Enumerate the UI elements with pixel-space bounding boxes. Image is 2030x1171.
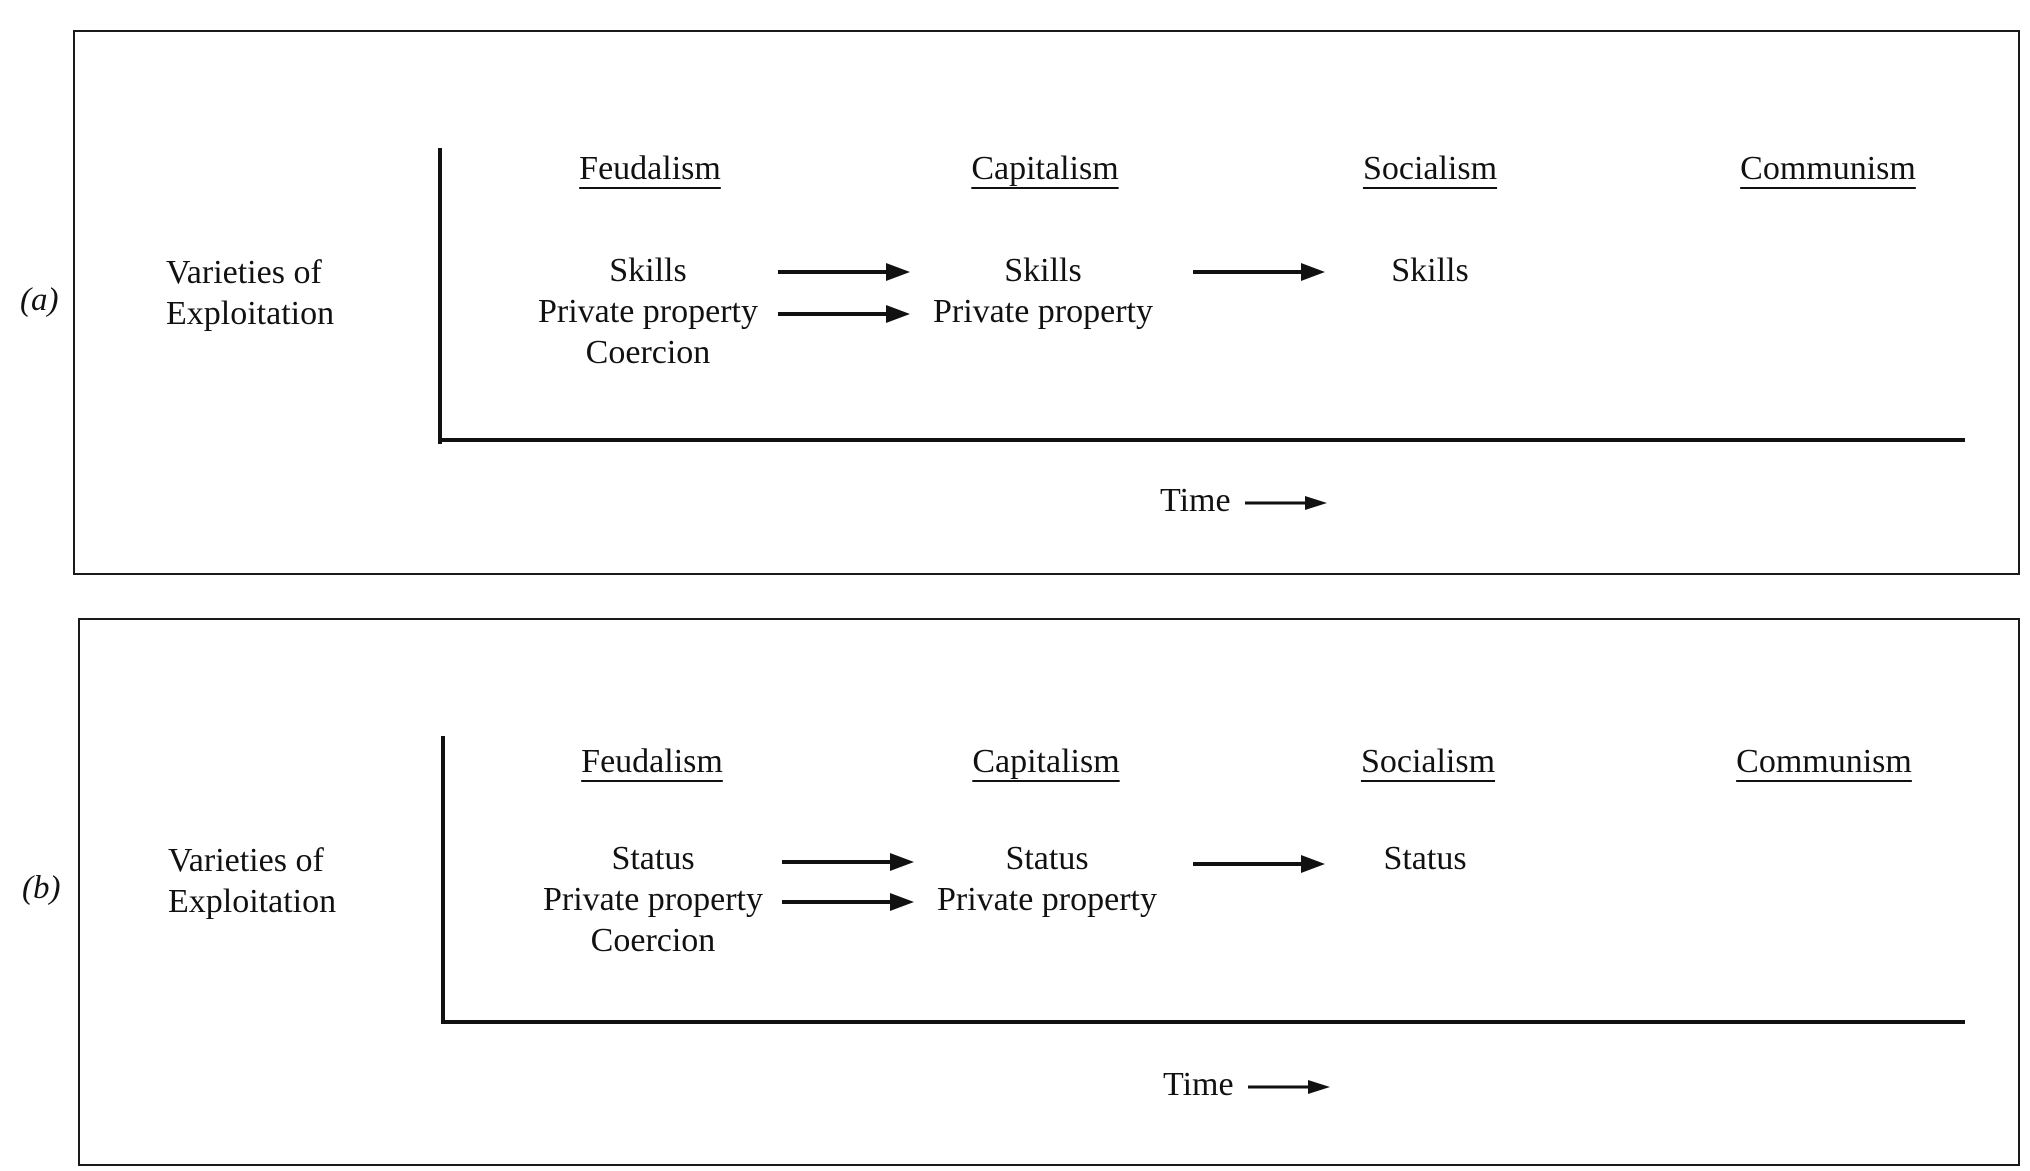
panel-a-vertical-axis	[438, 148, 442, 444]
panel-a-y-label-line2: Exploitation	[166, 295, 335, 332]
panel-b-feudalism-item-2: Private property	[543, 881, 763, 918]
panel-a-arrow-property	[778, 305, 910, 323]
panel-b-feudalism-item-1: Status	[611, 840, 695, 877]
panel-b-y-label-line2: Exploitation	[168, 883, 337, 920]
panel-a-frame	[73, 30, 2020, 575]
panel-b-y-label-line1: Varieties of	[168, 842, 324, 879]
panel-a-label: (a)	[20, 282, 59, 318]
panel-b-time-arrow-icon	[1248, 1080, 1331, 1095]
panel-b: (b) Varieties of Exploitation Feudalism …	[0, 590, 2030, 1170]
panel-a-stage-feudalism: Feudalism	[579, 150, 721, 187]
panel-a-y-label: Varieties of Exploitation	[166, 252, 334, 334]
panel-b-horizontal-axis	[441, 1020, 1965, 1024]
panel-a-capitalism-item-2: Private property	[933, 293, 1153, 330]
panel-b-time-label: Time	[1163, 1066, 1333, 1104]
panel-a-socialism-item-1: Skills	[1391, 252, 1469, 289]
panel-b-stage-socialism: Socialism	[1360, 743, 1496, 780]
panel-b-capitalism-item-1: Status	[1005, 840, 1089, 877]
panel-a-stage-communism: Communism	[1740, 150, 1916, 187]
panel-b-arrow-status-1	[782, 853, 914, 871]
panel-b-frame	[78, 618, 2020, 1166]
panel-b-socialism-item-1: Status	[1383, 840, 1467, 877]
panel-b-capitalism-item-2: Private property	[937, 881, 1157, 918]
panel-b-vertical-axis	[441, 736, 445, 1024]
panel-b-feudalism-item-3: Coercion	[590, 922, 716, 959]
panel-a-y-label-line1: Varieties of	[166, 254, 322, 291]
panel-b-arrow-property	[782, 893, 914, 911]
panel-a-feudalism-item-1: Skills	[609, 252, 687, 289]
panel-b-stage-capitalism: Capitalism	[972, 743, 1120, 780]
panel-b-stage-feudalism: Feudalism	[581, 743, 723, 780]
panel-a-stage-capitalism: Capitalism	[971, 150, 1119, 187]
panel-a-time-arrow-icon	[1245, 496, 1328, 511]
panel-b-stage-communism: Communism	[1736, 743, 1912, 780]
panel-a: (a) Varieties of Exploitation Feudalism …	[0, 0, 2030, 580]
panel-b-arrow-status-2	[1193, 855, 1325, 873]
panel-a-arrow-skills-1	[778, 263, 910, 281]
panel-a-horizontal-axis	[438, 438, 1965, 442]
panel-a-feudalism-item-3: Coercion	[585, 334, 711, 371]
panel-a-feudalism-item-2: Private property	[538, 293, 758, 330]
panel-a-time-label: Time	[1160, 482, 1330, 520]
panel-a-arrow-skills-2	[1193, 263, 1325, 281]
panel-b-label: (b)	[22, 870, 61, 906]
panel-a-capitalism-item-1: Skills	[1004, 252, 1082, 289]
panel-b-y-label: Varieties of Exploitation	[168, 840, 336, 922]
panel-a-stage-socialism: Socialism	[1362, 150, 1498, 187]
